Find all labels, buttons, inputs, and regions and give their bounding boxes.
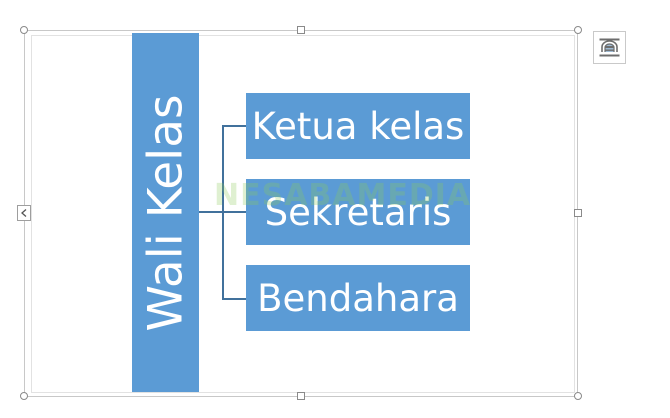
text-pane-toggle-button[interactable]	[17, 205, 31, 221]
smartart-root-label: Wali Kelas	[138, 93, 193, 332]
resize-handle-bottom[interactable]	[297, 392, 305, 400]
resize-handle-bottom-left[interactable]	[20, 392, 28, 400]
resize-handle-top-right[interactable]	[574, 26, 582, 34]
resize-handle-top[interactable]	[297, 26, 305, 34]
connector-branch-1	[222, 125, 246, 127]
smartart-child-shape-3[interactable]: Bendahara	[246, 265, 470, 331]
smartart-child-label-2: Sekretaris	[264, 190, 452, 234]
resize-handle-top-left[interactable]	[20, 26, 28, 34]
smartart-child-shape-1[interactable]: Ketua kelas	[246, 93, 470, 159]
smartart-child-label-3: Bendahara	[257, 276, 459, 320]
connector-root-stem	[199, 211, 223, 213]
layout-options-icon	[599, 38, 620, 57]
smartart-root-shape[interactable]: Wali Kelas	[132, 33, 199, 392]
chevron-left-icon	[21, 209, 27, 217]
layout-options-button[interactable]	[593, 31, 626, 64]
connector-branch-2	[222, 211, 246, 213]
connector-branch-3	[222, 298, 246, 300]
smartart-child-label-1: Ketua kelas	[251, 104, 465, 148]
resize-handle-bottom-right[interactable]	[574, 392, 582, 400]
resize-handle-right[interactable]	[574, 209, 582, 217]
smartart-child-shape-2[interactable]: Sekretaris	[246, 179, 470, 245]
